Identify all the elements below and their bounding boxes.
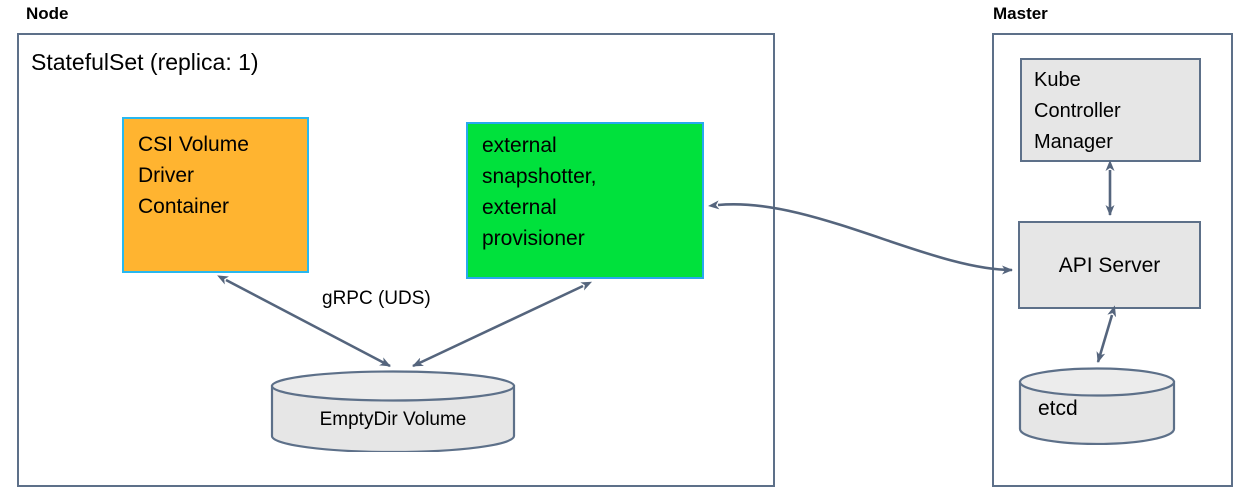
node-group-label: Node	[26, 4, 69, 23]
external-sidecars-box[interactable]: external snapshotter, external provision…	[466, 122, 704, 279]
kube-controller-manager-box[interactable]: Kube Controller Manager	[1020, 58, 1201, 162]
master-group-label: Master	[993, 4, 1048, 23]
external-sidecars-label: external snapshotter, external provision…	[482, 134, 597, 250]
grpc-uds-edge-label: gRPC (UDS)	[322, 288, 431, 309]
api-server-label: API Server	[1058, 253, 1161, 277]
statefulset-title: StatefulSet (replica: 1)	[31, 49, 259, 75]
etcd-label: etcd	[1038, 397, 1078, 420]
kube-controller-manager-label: Kube Controller Manager	[1034, 69, 1121, 153]
api-server-box[interactable]: API Server	[1018, 221, 1201, 309]
csi-volume-driver-container-box[interactable]: CSI Volume Driver Container	[122, 117, 309, 273]
csi-volume-driver-container-label: CSI Volume Driver Container	[138, 133, 249, 218]
etcd-cylinder[interactable]	[1018, 367, 1176, 446]
emptydir-volume-label: EmptyDir Volume	[319, 409, 467, 430]
emptydir-volume-cylinder[interactable]	[270, 370, 516, 454]
